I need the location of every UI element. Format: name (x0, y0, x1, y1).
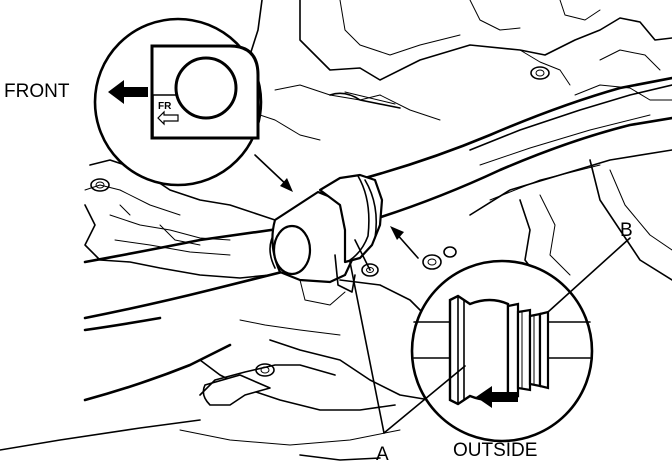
fr-mark-label: FR (158, 101, 172, 112)
front-label: FRONT (4, 81, 70, 102)
outside-label: OUTSIDE (453, 440, 537, 461)
inset-bushing-front-mark (93, 17, 263, 187)
leader-lines (254, 154, 419, 259)
bushing-assembly (271, 173, 384, 306)
callout-b-label: B (620, 220, 633, 241)
callout-leaders (349, 237, 631, 434)
callout-a-label: A (376, 444, 389, 465)
inset-bushing-outside (410, 259, 594, 443)
stabilizer-bar (83, 76, 672, 402)
